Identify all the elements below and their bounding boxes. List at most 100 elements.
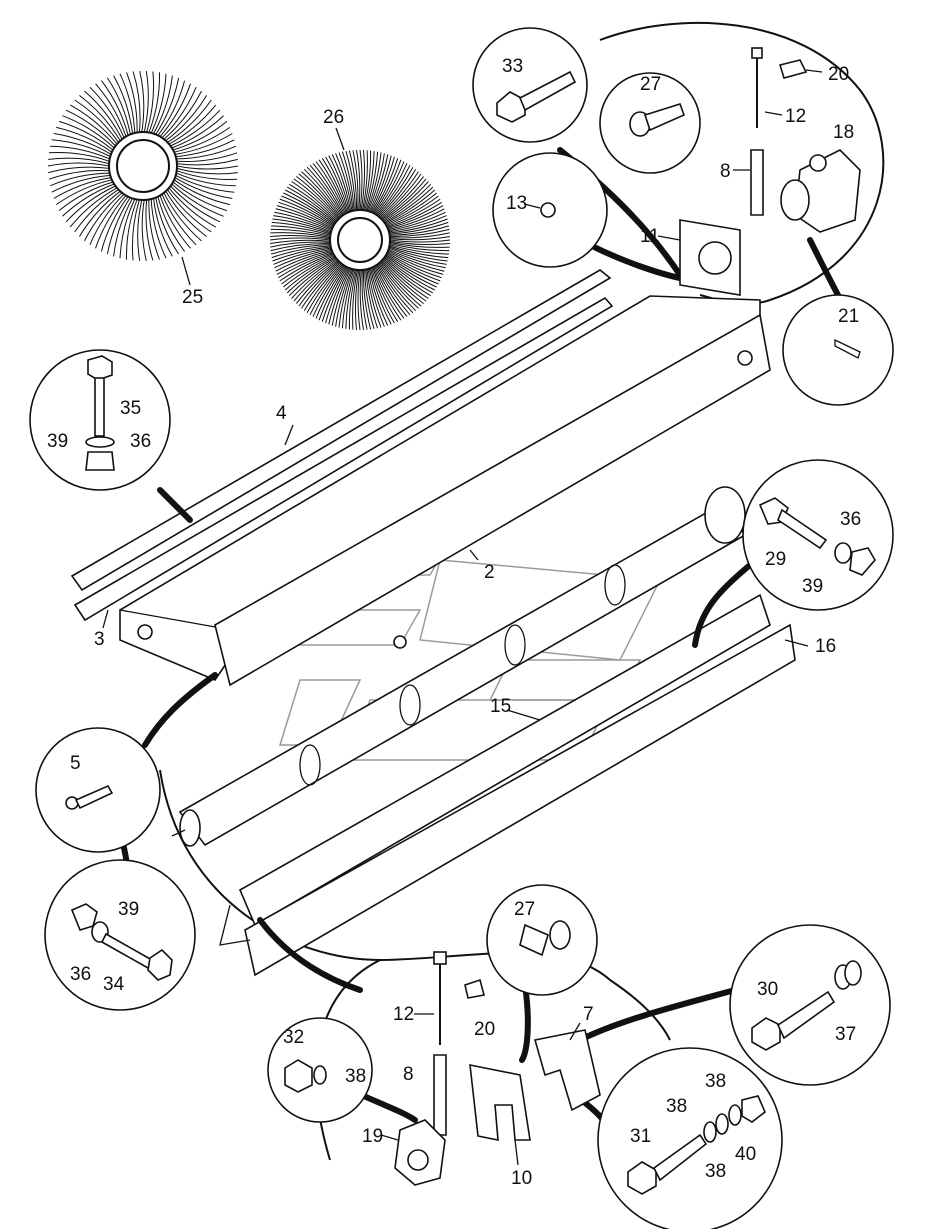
bristle — [273, 215, 332, 233]
callout-7: 7 — [583, 1004, 594, 1025]
bristle — [375, 163, 408, 215]
bristle — [386, 253, 441, 282]
bristle — [176, 152, 238, 163]
callout-35: 35 — [120, 398, 141, 419]
bristle — [113, 198, 133, 257]
bristle — [62, 115, 115, 149]
bristle — [155, 197, 180, 255]
bristle — [171, 183, 224, 217]
bristle — [172, 121, 228, 151]
bristle — [352, 269, 359, 330]
bristle — [58, 181, 114, 211]
bristle — [56, 126, 113, 153]
bristle — [291, 259, 338, 299]
bristle — [275, 208, 333, 231]
callout-37: 37 — [835, 1024, 856, 1045]
callout-30: 30 — [757, 979, 778, 1000]
bristle — [389, 221, 449, 235]
bristle — [276, 205, 333, 229]
bristle — [338, 152, 354, 211]
bristle — [167, 99, 212, 143]
bristle — [328, 155, 351, 213]
bristle — [273, 247, 332, 265]
callout-12-bottom: 12 — [393, 1004, 414, 1025]
bristle — [378, 169, 417, 217]
bristle — [176, 167, 238, 175]
bristle — [374, 161, 405, 215]
bristle — [176, 170, 238, 180]
housing-tray — [119, 295, 771, 687]
callout-27-top: 27 — [640, 74, 661, 95]
bristle — [315, 265, 346, 319]
callout-19: 19 — [362, 1126, 383, 1147]
bristle — [113, 75, 133, 134]
callout-34: 34 — [103, 974, 125, 995]
bearing-19 — [394, 1119, 446, 1186]
plate-11 — [679, 219, 741, 296]
bristle — [377, 166, 414, 217]
bristle — [125, 199, 138, 260]
bristle — [283, 192, 335, 225]
callout-4: 4 — [276, 403, 287, 424]
bolt-35 — [85, 355, 115, 471]
pin-5 — [65, 784, 114, 810]
brush-disc-25 — [47, 70, 239, 262]
bristle — [173, 179, 230, 206]
bristle — [382, 181, 429, 221]
bristle — [278, 252, 333, 279]
callout-38-mid: 38 — [666, 1096, 687, 1117]
callout-20-bottom: 20 — [474, 1019, 495, 1040]
hydraulic-motor-18 — [780, 149, 861, 233]
callout-36-bottom: 36 — [70, 964, 91, 985]
bolt-31 — [627, 1095, 766, 1195]
bristle — [387, 251, 444, 275]
bolt-34 — [70, 903, 173, 981]
bristle — [172, 181, 228, 212]
bristle — [389, 243, 450, 252]
callout-11: 11 — [640, 226, 660, 247]
bolt-33 — [496, 70, 577, 123]
bristle — [367, 153, 385, 212]
bristle — [284, 189, 336, 224]
bristle — [176, 158, 238, 166]
bristle — [174, 133, 233, 155]
bristle — [84, 192, 123, 242]
bristle — [362, 269, 372, 330]
callout-15: 15 — [490, 696, 511, 717]
bristle — [165, 95, 208, 142]
bristle — [175, 174, 235, 193]
callout-27-bottom: 27 — [514, 899, 535, 920]
callout-33: 33 — [502, 56, 523, 77]
bristle — [51, 139, 111, 158]
bristle — [51, 174, 111, 193]
bristle — [48, 169, 110, 180]
bristle — [365, 269, 379, 329]
callout-29: 29 — [765, 549, 786, 570]
bristle — [384, 189, 436, 224]
bristle — [176, 165, 239, 170]
bristle — [335, 268, 353, 327]
bristle — [270, 241, 331, 248]
bristle — [74, 99, 119, 143]
bristle — [372, 267, 399, 322]
bristle — [380, 260, 424, 304]
bristle — [89, 193, 125, 245]
bristle — [293, 259, 339, 302]
bristle — [119, 73, 136, 134]
bristle — [375, 265, 408, 318]
bristle — [372, 158, 399, 214]
bristle — [139, 70, 145, 133]
bristle — [106, 197, 131, 255]
bristle — [293, 178, 339, 220]
bristle — [157, 80, 186, 136]
bristle — [376, 164, 411, 216]
bristle — [389, 232, 450, 239]
callout-38-left: 38 — [345, 1066, 366, 1087]
bristle — [388, 211, 446, 232]
bristle — [131, 199, 140, 261]
callout-12-top: 12 — [785, 106, 806, 127]
bristle — [119, 198, 136, 259]
hub-ring — [116, 139, 170, 193]
bristle — [385, 192, 438, 225]
screw-27-bottom — [519, 920, 571, 957]
